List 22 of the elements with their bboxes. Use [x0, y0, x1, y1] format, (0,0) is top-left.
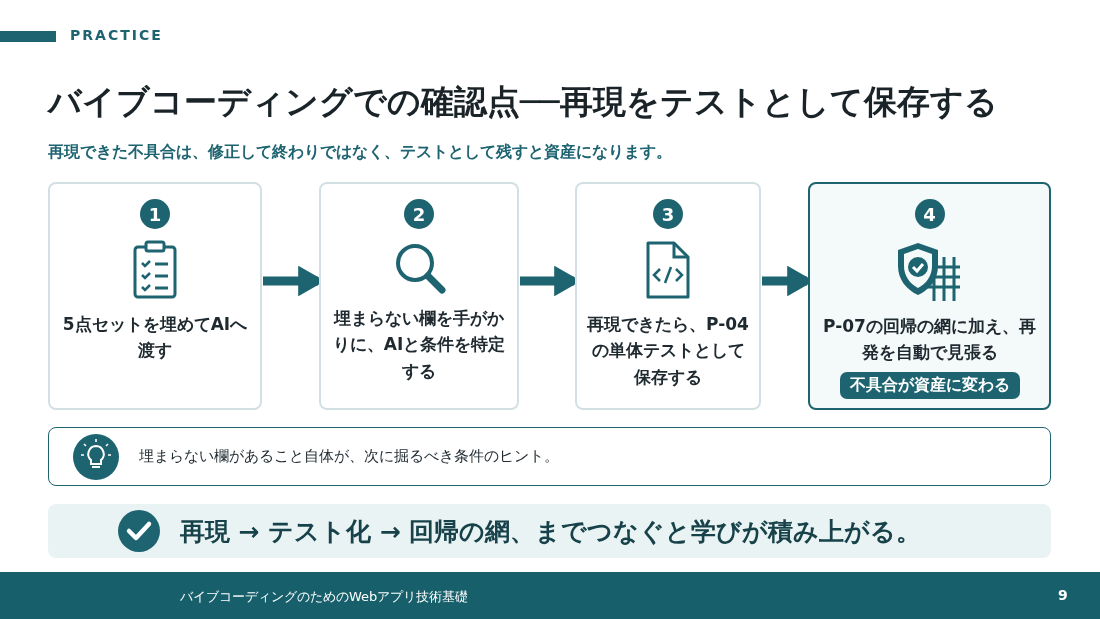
step-card — [48, 182, 262, 410]
step-description: 5点セットを埋めてAIへ渡す — [61, 313, 249, 363]
summary-text: 再現 → テスト化 → 回帰の網、までつなぐと学びが積み上がる。 — [179, 515, 922, 548]
hint-panel — [48, 427, 1051, 486]
highlight-tag: 不具合が資産に変わる — [839, 371, 1020, 399]
step-number: 1 — [140, 199, 170, 229]
step-description: P-07の回帰の網に加え、再発を自動で見張る — [822, 315, 1037, 365]
step-number: 4 — [914, 199, 945, 229]
slide-title: バイブコーディングでの確認点──再現をテストとして保存する — [48, 81, 998, 123]
hint-text: 埋まらない欄があること自体が、次に掘るべき条件のヒント。 — [139, 447, 559, 466]
step-card — [575, 182, 761, 410]
step-number: 2 — [404, 199, 434, 229]
summary-banner — [48, 504, 1051, 558]
step-number: 3 — [653, 199, 683, 229]
step-card — [808, 182, 1051, 410]
subtitle: 再現できた不具合は、修正して終わりではなく、テストとして残すと資産になります。 — [48, 142, 672, 163]
step-description: 埋まらない欄を手がかりに、AIと条件を特定する — [331, 307, 507, 383]
section-label: PRACTICE — [70, 27, 163, 43]
step-card — [319, 182, 519, 410]
page-number: 9 — [1058, 587, 1068, 603]
step-description: 再現できたら、P-04の単体テストとして保存する — [586, 313, 750, 389]
footer-text: バイブコーディングのためのWebアプリ技術基礎 — [180, 588, 469, 606]
